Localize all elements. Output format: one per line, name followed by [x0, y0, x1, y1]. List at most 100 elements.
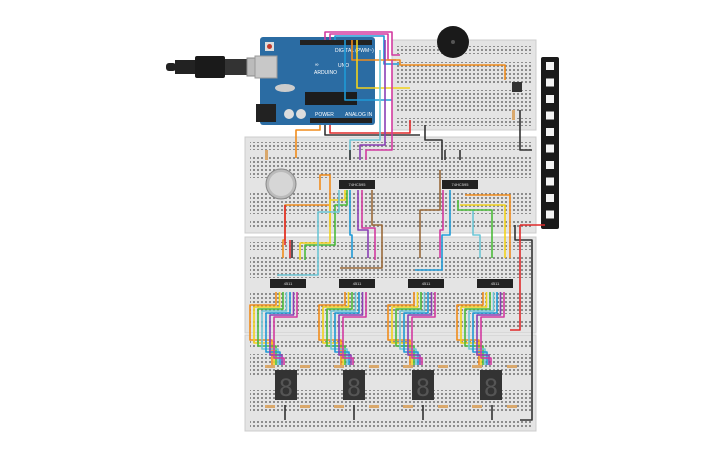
wire-yellow[interactable] [299, 190, 346, 260]
potentiometer[interactable] [265, 168, 297, 200]
decoder-2[interactable]: 4511 [339, 279, 375, 288]
wire-black[interactable] [514, 225, 533, 421]
wire-blue[interactable] [349, 190, 353, 258]
wire-magenta[interactable] [342, 292, 367, 365]
wire-black[interactable] [424, 125, 443, 160]
wire-cyan[interactable] [349, 50, 381, 158]
wire-blue[interactable] [403, 292, 429, 365]
wire-blue[interactable] [472, 292, 498, 365]
resistor[interactable] [507, 365, 517, 368]
decoder-3[interactable]: 4511 [408, 279, 444, 288]
wire-orange[interactable] [318, 292, 346, 365]
led-pixel [546, 144, 554, 153]
resistor[interactable] [300, 405, 310, 408]
wires [249, 31, 545, 421]
analog-label: ANALOG IN [345, 112, 373, 118]
led-pixel [546, 161, 554, 169]
resistor[interactable] [265, 150, 268, 160]
seven-segment-4[interactable]: 8 [480, 370, 502, 402]
resistor[interactable] [369, 365, 379, 368]
pushbutton[interactable] [512, 82, 522, 92]
wire-red[interactable] [329, 120, 411, 134]
wire-magenta[interactable] [411, 292, 436, 365]
arduino-logo: ∞ [315, 62, 319, 68]
wire-purple[interactable] [407, 292, 433, 365]
shift-register-2[interactable]: 74HC595 [442, 180, 478, 189]
wire-magenta[interactable] [361, 190, 376, 260]
wire-cyan[interactable] [472, 210, 481, 258]
wire-black[interactable] [324, 125, 420, 136]
resistor[interactable] [265, 365, 275, 368]
wire-orange[interactable] [387, 292, 415, 365]
wire-magenta[interactable] [365, 60, 393, 160]
wire-blue[interactable] [334, 35, 400, 65]
chip-label: 4511 [284, 281, 293, 286]
resistor[interactable] [512, 110, 515, 120]
resistor[interactable] [472, 365, 482, 368]
wire-black[interactable] [519, 110, 532, 151]
decoder-1[interactable]: 4511 [270, 279, 306, 288]
wire-purple[interactable] [338, 292, 364, 365]
resistor[interactable] [334, 405, 344, 408]
wire-orange[interactable] [351, 40, 506, 80]
led-pixel [546, 210, 554, 219]
resistor[interactable] [334, 365, 344, 368]
led-pixel [546, 95, 554, 103]
resistor[interactable] [265, 405, 275, 408]
wire-blue[interactable] [265, 292, 291, 365]
wire-brown[interactable] [419, 170, 441, 258]
resistor[interactable] [438, 405, 448, 408]
wire-orange[interactable] [456, 292, 484, 365]
arduino-uno[interactable]: UNO ARDUINO DIGITAL (PWM~) POWER ANALOG … [254, 37, 375, 125]
resistor[interactable] [507, 405, 517, 408]
seven-segment-1[interactable]: 8 [275, 370, 297, 402]
led-pixel [546, 128, 554, 136]
wire-orange[interactable] [465, 194, 511, 258]
resistors [265, 110, 517, 408]
wire-magenta[interactable] [480, 292, 505, 365]
wire-purple[interactable] [359, 40, 386, 160]
resistor[interactable] [438, 365, 448, 368]
power-label: POWER [315, 112, 334, 118]
piezo-buzzer[interactable] [437, 26, 469, 58]
digital-label: DIGITAL (PWM~) [335, 48, 374, 54]
wire-orange[interactable] [249, 292, 277, 365]
atmega-chip [305, 92, 357, 105]
resistor[interactable] [300, 365, 310, 368]
wire-brown[interactable] [340, 190, 383, 269]
led-pixel [546, 78, 554, 87]
usb-cable[interactable] [166, 56, 276, 78]
wire-purple[interactable] [357, 190, 369, 258]
wire-yellow[interactable] [460, 204, 506, 258]
wire-green[interactable] [457, 200, 493, 258]
svg-text:8: 8 [279, 374, 293, 402]
resistor[interactable] [403, 365, 413, 368]
led-pixel [546, 62, 554, 70]
seven-segment-3[interactable]: 8 [412, 370, 434, 402]
resistor[interactable] [472, 405, 482, 408]
wire-blue[interactable] [334, 292, 360, 365]
decoder-4[interactable]: 4511 [477, 279, 513, 288]
wire-orange[interactable] [295, 125, 321, 158]
reset-button[interactable] [267, 44, 272, 49]
wire-blue[interactable] [415, 190, 451, 271]
board-label: UNO [338, 63, 349, 69]
wire-magenta[interactable] [439, 190, 444, 258]
wire-red[interactable] [510, 225, 521, 331]
shift-register-1[interactable]: 74HC595 [339, 180, 375, 189]
led-pixel [546, 194, 554, 202]
svg-text:8: 8 [416, 374, 430, 402]
neopixel-strip[interactable] [541, 57, 559, 229]
resistor[interactable] [369, 405, 379, 408]
wire-cyan[interactable] [277, 190, 340, 276]
seven-segment-2[interactable]: 8 [343, 370, 365, 402]
power-analog-header [310, 118, 372, 123]
wire-magenta[interactable] [273, 292, 298, 365]
wire-magenta[interactable] [324, 31, 400, 56]
resistor[interactable] [403, 405, 413, 408]
wire-purple[interactable] [476, 292, 502, 365]
wire-purple[interactable] [269, 292, 295, 365]
wire-blue[interactable] [344, 40, 392, 101]
wire-green[interactable] [304, 190, 348, 260]
